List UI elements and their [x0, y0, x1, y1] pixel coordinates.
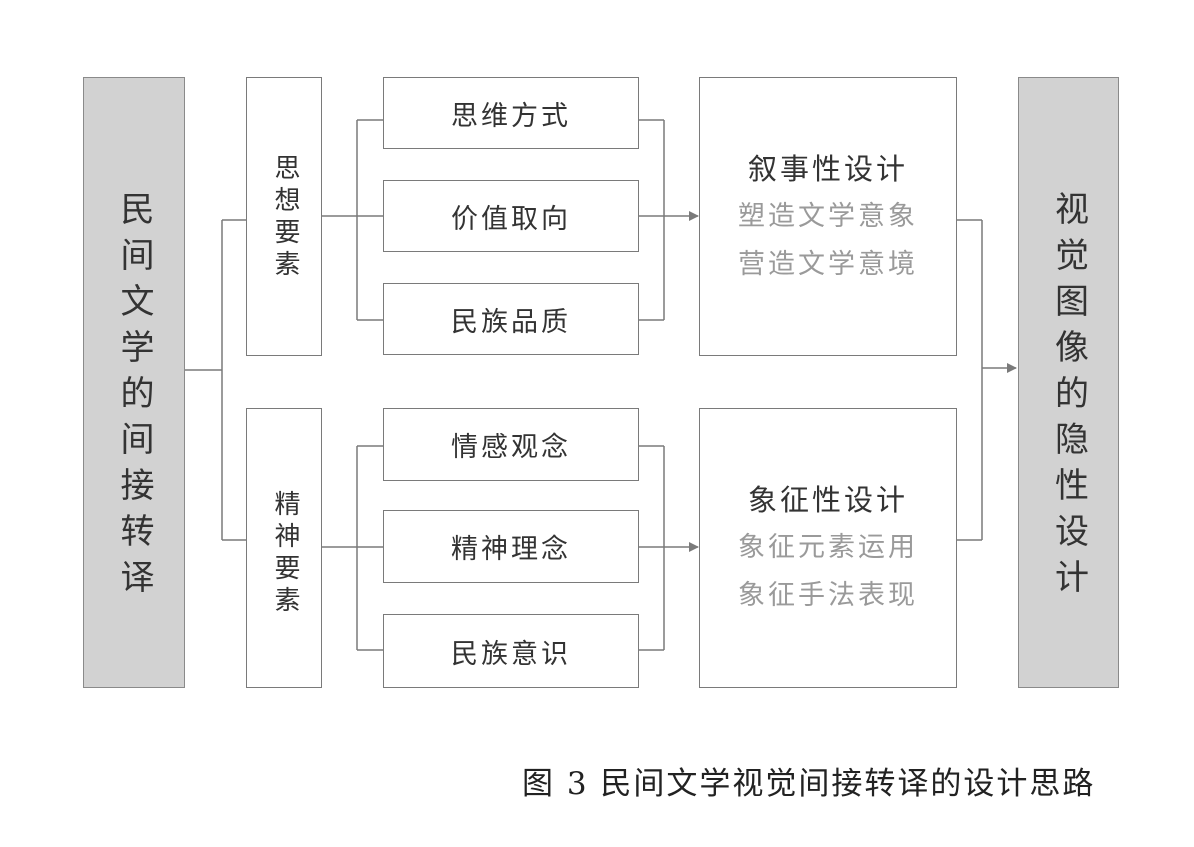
connector-group1-merge	[638, 119, 665, 321]
connector-group2-merge	[638, 445, 665, 651]
design-box-symbolic: 象征性设计 象征元素运用 象征手法表现	[699, 408, 957, 688]
group-label-thought: 思想要素	[270, 154, 300, 282]
item-box: 思维方式	[383, 77, 639, 149]
design-sub: 象征手法表现	[738, 580, 918, 611]
group-label-box-thought: 思想要素	[246, 77, 322, 356]
design-title: 叙事性设计	[747, 151, 908, 186]
item-box: 民族品质	[383, 283, 639, 355]
connector-right-merge	[957, 219, 983, 541]
result-box: 视觉图像的隐性设计	[1018, 77, 1119, 688]
figure-caption: 图 3 民间文学视觉间接转译的设计思路	[522, 766, 1096, 802]
connector-group2-split	[321, 445, 383, 651]
design-sub: 塑造文学意象	[738, 200, 918, 232]
group-label-spirit: 精神要素	[270, 490, 300, 618]
item-box: 价值取向	[383, 180, 639, 252]
source-box-label: 民间文学的间接转译	[114, 191, 154, 605]
connector-left-trunk	[184, 219, 246, 541]
design-sub: 象征元素运用	[738, 532, 918, 563]
design-box-narrative: 叙事性设计 塑造文学意象 营造文学意境	[699, 77, 957, 356]
item-box: 情感观念	[383, 408, 639, 481]
result-box-label: 视觉图像的隐性设计	[1048, 191, 1089, 605]
item-box: 精神理念	[383, 510, 639, 583]
group-label-box-spirit: 精神要素	[246, 408, 322, 688]
source-box: 民间文学的间接转译	[83, 77, 185, 688]
design-title: 象征性设计	[747, 483, 908, 517]
connector-group1-split	[321, 119, 383, 321]
design-sub: 营造文学意境	[738, 248, 918, 280]
item-box: 民族意识	[383, 614, 639, 688]
